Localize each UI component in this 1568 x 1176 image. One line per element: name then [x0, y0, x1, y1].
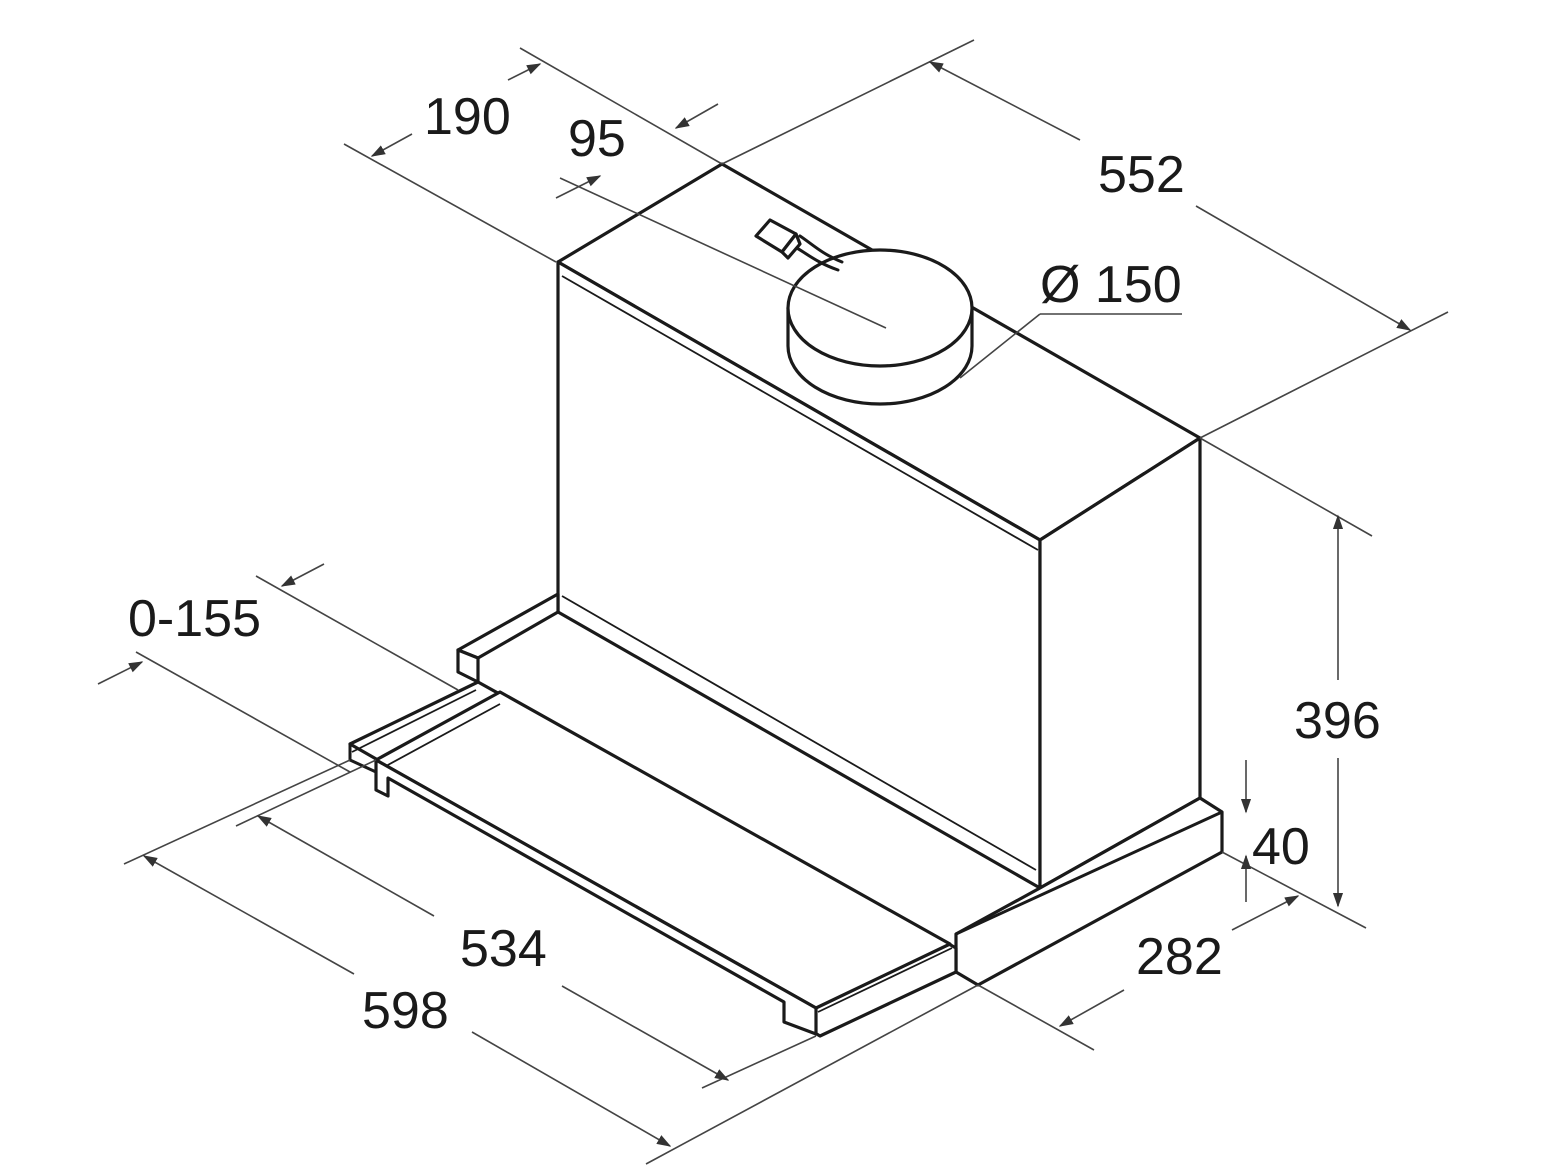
- dim-height: 396: [1294, 692, 1381, 750]
- dim-depth-bottom: 282: [1136, 928, 1223, 986]
- dim-outlet-diameter: Ø 150: [1040, 256, 1182, 314]
- power-plug: [754, 218, 844, 272]
- dim-total-width: 598: [362, 982, 449, 1040]
- drawer-panel-front: [374, 758, 818, 1036]
- dim-width-top: 552: [1098, 146, 1185, 204]
- dim-outlet-offset: 95: [568, 110, 626, 168]
- dim-depth-top: 190: [424, 88, 511, 146]
- dim-drawer-height: 40: [1252, 818, 1310, 876]
- air-outlet: [786, 248, 974, 406]
- dim-drawer-width: 534: [460, 920, 547, 978]
- pull-out-drawer: [348, 680, 958, 1038]
- rim-back-strip: [456, 592, 560, 660]
- outlet-top: [786, 248, 974, 368]
- bottom-rim: [456, 592, 1224, 987]
- side-rim: [954, 796, 1224, 987]
- dimension-lines: [97, 39, 1449, 1165]
- dim-extension: 0-155: [128, 590, 261, 648]
